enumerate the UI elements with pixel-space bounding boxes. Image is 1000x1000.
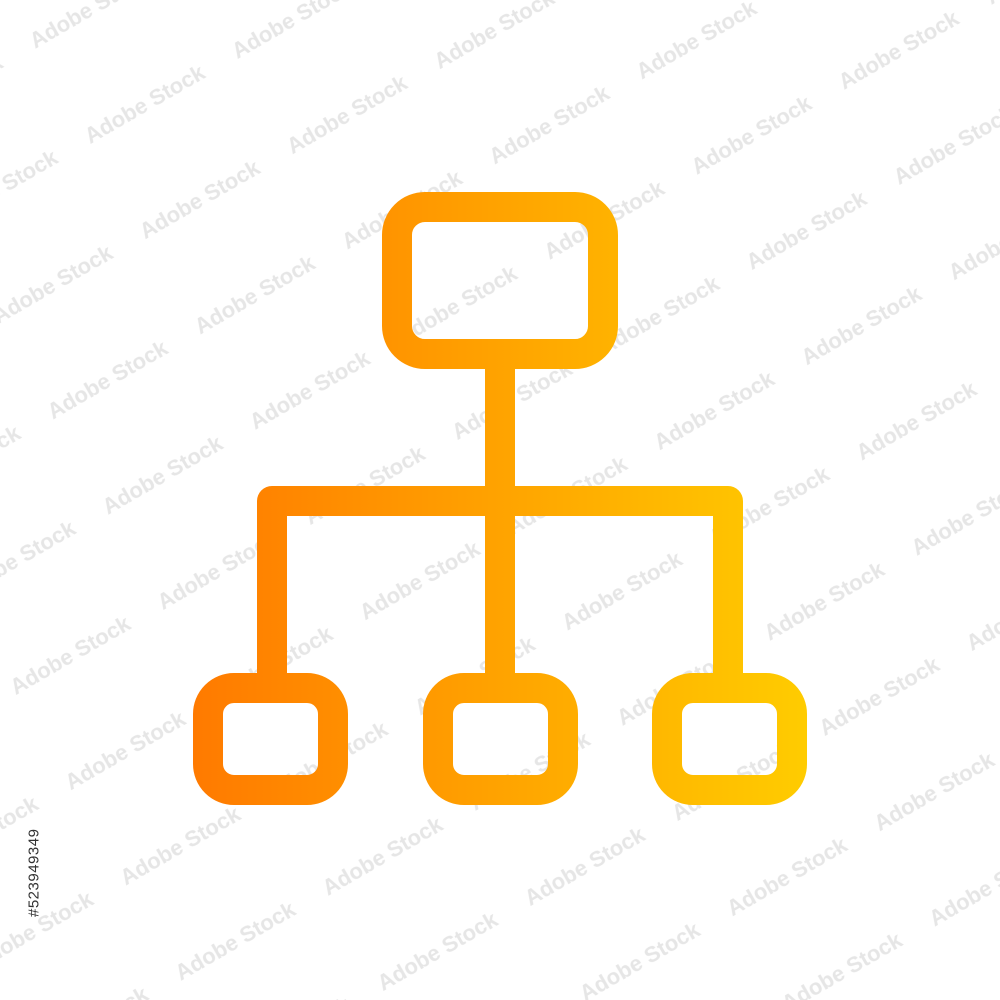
child-node-box-right <box>652 673 807 805</box>
child-node-box-center <box>423 673 578 805</box>
child-node-box-left <box>193 673 348 805</box>
branch-connector <box>257 486 743 703</box>
stock-image-id: #523949349 <box>25 828 43 918</box>
root-node-box <box>382 192 618 369</box>
